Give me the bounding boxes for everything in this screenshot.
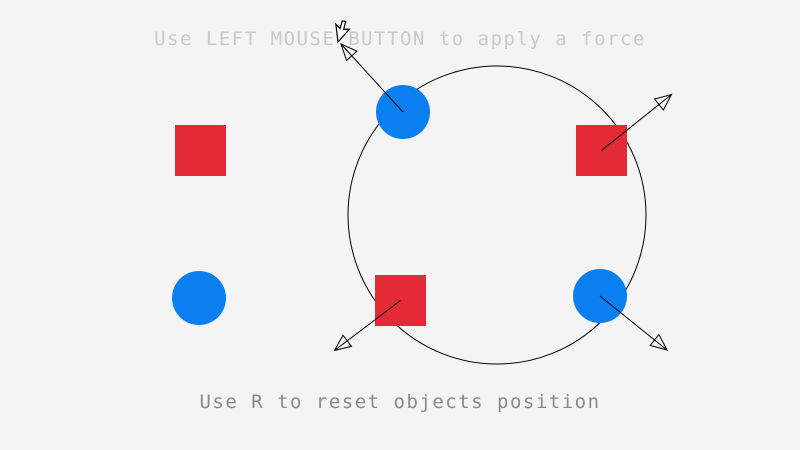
circle-orbit-bottom-right-force-vector: [599, 295, 668, 351]
square-orbit-right-force-line: [601, 94, 672, 151]
square-orbit-bottom-force-line: [334, 300, 401, 351]
square-orbit-right-force-vector: [601, 93, 673, 151]
square-orbit-bottom-force-arrowhead: [333, 334, 353, 352]
orbit-circle: [347, 65, 647, 365]
circle-orbit-top-force-line: [340, 43, 404, 113]
mouse-cursor: [335, 20, 351, 44]
square-orbit-bottom-force-vector: [333, 300, 401, 352]
hint-text-left-mouse-button: Use LEFT MOUSE BUTTON to apply a force: [154, 28, 646, 50]
circle-orbit-bottom-right-force-line: [599, 295, 668, 351]
circle-orbit-bottom-right-force-arrowhead: [649, 333, 668, 351]
square-orbit-right-force-arrowhead: [653, 93, 673, 111]
bodies-group: [172, 85, 627, 326]
circle-orbit-top-force-arrowhead: [340, 43, 358, 62]
cursor-arrow-icon: [335, 20, 351, 44]
square-free-left: [175, 125, 226, 176]
force-vector-overlay-group: [333, 43, 673, 352]
circle-orbit-top-force-vector: [340, 43, 404, 113]
hint-text-reset-key: Use R to reset objects position: [199, 391, 601, 413]
circle-free-left: [172, 271, 226, 325]
